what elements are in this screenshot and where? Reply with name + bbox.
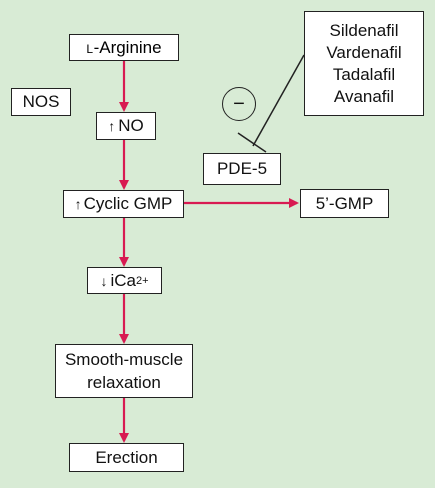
up-arrow-icon: ↑ bbox=[108, 118, 116, 134]
smooth-muscle-line1: Smooth-muscle bbox=[64, 349, 184, 369]
arginine-l-prefix: L bbox=[86, 42, 94, 56]
no-label: NO bbox=[118, 116, 144, 135]
drug-sildenafil: Sildenafil bbox=[329, 20, 399, 40]
inhibition-line bbox=[252, 54, 305, 147]
inhibition-bar bbox=[237, 132, 267, 153]
cyclic-gmp-box: ↑Cyclic GMP bbox=[63, 190, 184, 218]
arginine-label: -Arginine bbox=[93, 38, 162, 57]
ica-label: iCa bbox=[110, 270, 136, 290]
no-box: ↑NO bbox=[96, 112, 156, 140]
smooth-muscle-box: Smooth-muscle relaxation bbox=[55, 344, 193, 398]
drug-tadalafil: Tadalafil bbox=[332, 64, 396, 84]
erection-box: Erection bbox=[69, 443, 184, 472]
inhibition-minus-icon: − bbox=[222, 87, 256, 121]
cyclic-gmp-label: Cyclic GMP bbox=[83, 194, 173, 213]
down-arrow-icon: ↓ bbox=[100, 272, 108, 289]
erection-label: Erection bbox=[95, 447, 158, 467]
5-gmp-label: 5’-GMP bbox=[315, 193, 374, 213]
nos-box: NOS bbox=[11, 88, 71, 116]
minus-symbol: − bbox=[233, 93, 245, 115]
nos-label: NOS bbox=[22, 92, 60, 111]
pde5-inhibitors-box: Sildenafil Vardenafil Tadalafil Avanafil bbox=[304, 11, 424, 116]
up-arrow-icon: ↑ bbox=[74, 196, 82, 212]
drug-vardenafil: Vardenafil bbox=[326, 42, 402, 62]
smooth-muscle-line2: relaxation bbox=[87, 372, 161, 392]
pde5-label: PDE-5 bbox=[216, 159, 268, 178]
pde5-box: PDE-5 bbox=[203, 153, 281, 185]
arginine-box: L-Arginine bbox=[69, 34, 179, 61]
5-gmp-box: 5’-GMP bbox=[300, 189, 389, 218]
drug-avanafil: Avanafil bbox=[333, 86, 395, 106]
